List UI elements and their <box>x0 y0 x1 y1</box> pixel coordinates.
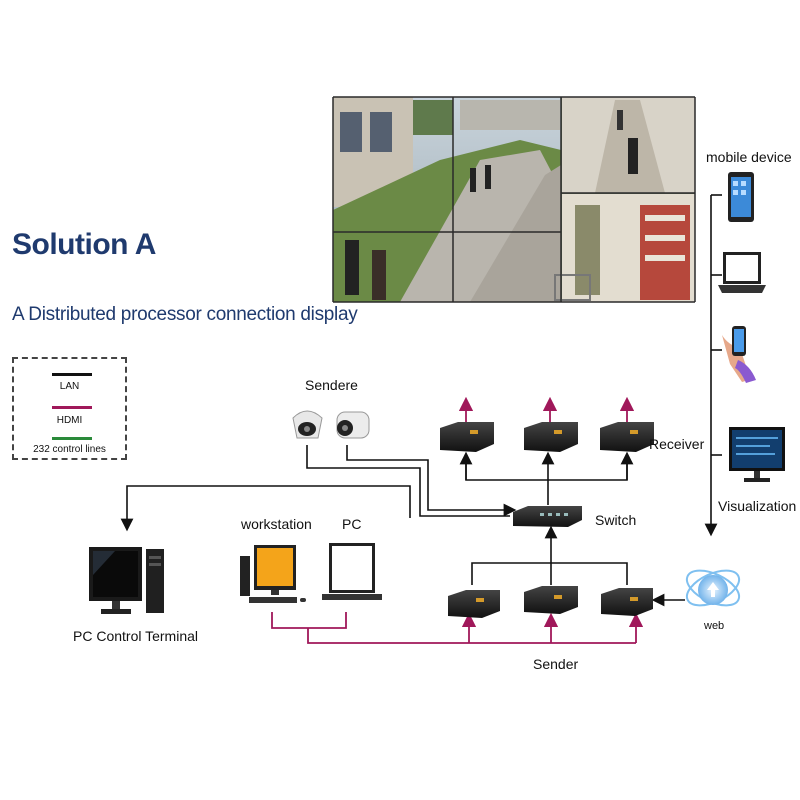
legend-lan-label: LAN <box>59 381 80 392</box>
web-label: web <box>704 620 725 632</box>
receiver-box-icon <box>524 422 578 452</box>
mobile-device-label: mobile device <box>706 149 792 165</box>
dome-camera-icon <box>292 410 323 439</box>
pc-control-terminal-label: PC Control Terminal <box>73 628 199 644</box>
workstation-icon <box>240 545 306 603</box>
page-title: Solution A <box>12 228 156 261</box>
cloud-upload-icon <box>685 569 741 607</box>
sender-box-icon <box>601 588 653 616</box>
laptop-monitor-icon <box>322 543 382 600</box>
sender-box-icon <box>448 590 500 618</box>
sender-label: Sender <box>533 656 579 672</box>
workstation-label: workstation <box>241 516 312 532</box>
legend-hdmi-label: HDMI <box>56 415 83 426</box>
sender-box-icon <box>524 586 578 614</box>
page-subtitle: A Distributed processor connection displ… <box>12 304 358 325</box>
cameras-label: Sendere <box>305 377 358 393</box>
receiver-box-icon <box>600 422 654 452</box>
tablet-icon <box>728 172 754 222</box>
legend-hdmi-swatch <box>52 406 92 409</box>
monitor-icon <box>729 427 785 482</box>
pc-label: PC <box>342 516 362 532</box>
legend-lan-swatch <box>52 373 92 376</box>
desktop-pc-icon <box>89 547 164 614</box>
visualization-label: Visualization <box>718 498 797 514</box>
legend: LAN HDMI 232 control lines <box>12 357 127 460</box>
legend-control-label: 232 control lines <box>33 444 106 455</box>
switch-label: Switch <box>595 512 637 528</box>
receiver-label: Receiver <box>649 436 705 452</box>
receiver-box-icon <box>440 422 494 452</box>
bullet-camera-icon <box>336 411 370 439</box>
network-switch-icon <box>513 506 582 527</box>
laptop-icon <box>718 252 766 293</box>
video-wall-image <box>332 96 696 303</box>
phone-in-hand-icon <box>722 326 756 383</box>
legend-control-swatch <box>52 437 92 440</box>
